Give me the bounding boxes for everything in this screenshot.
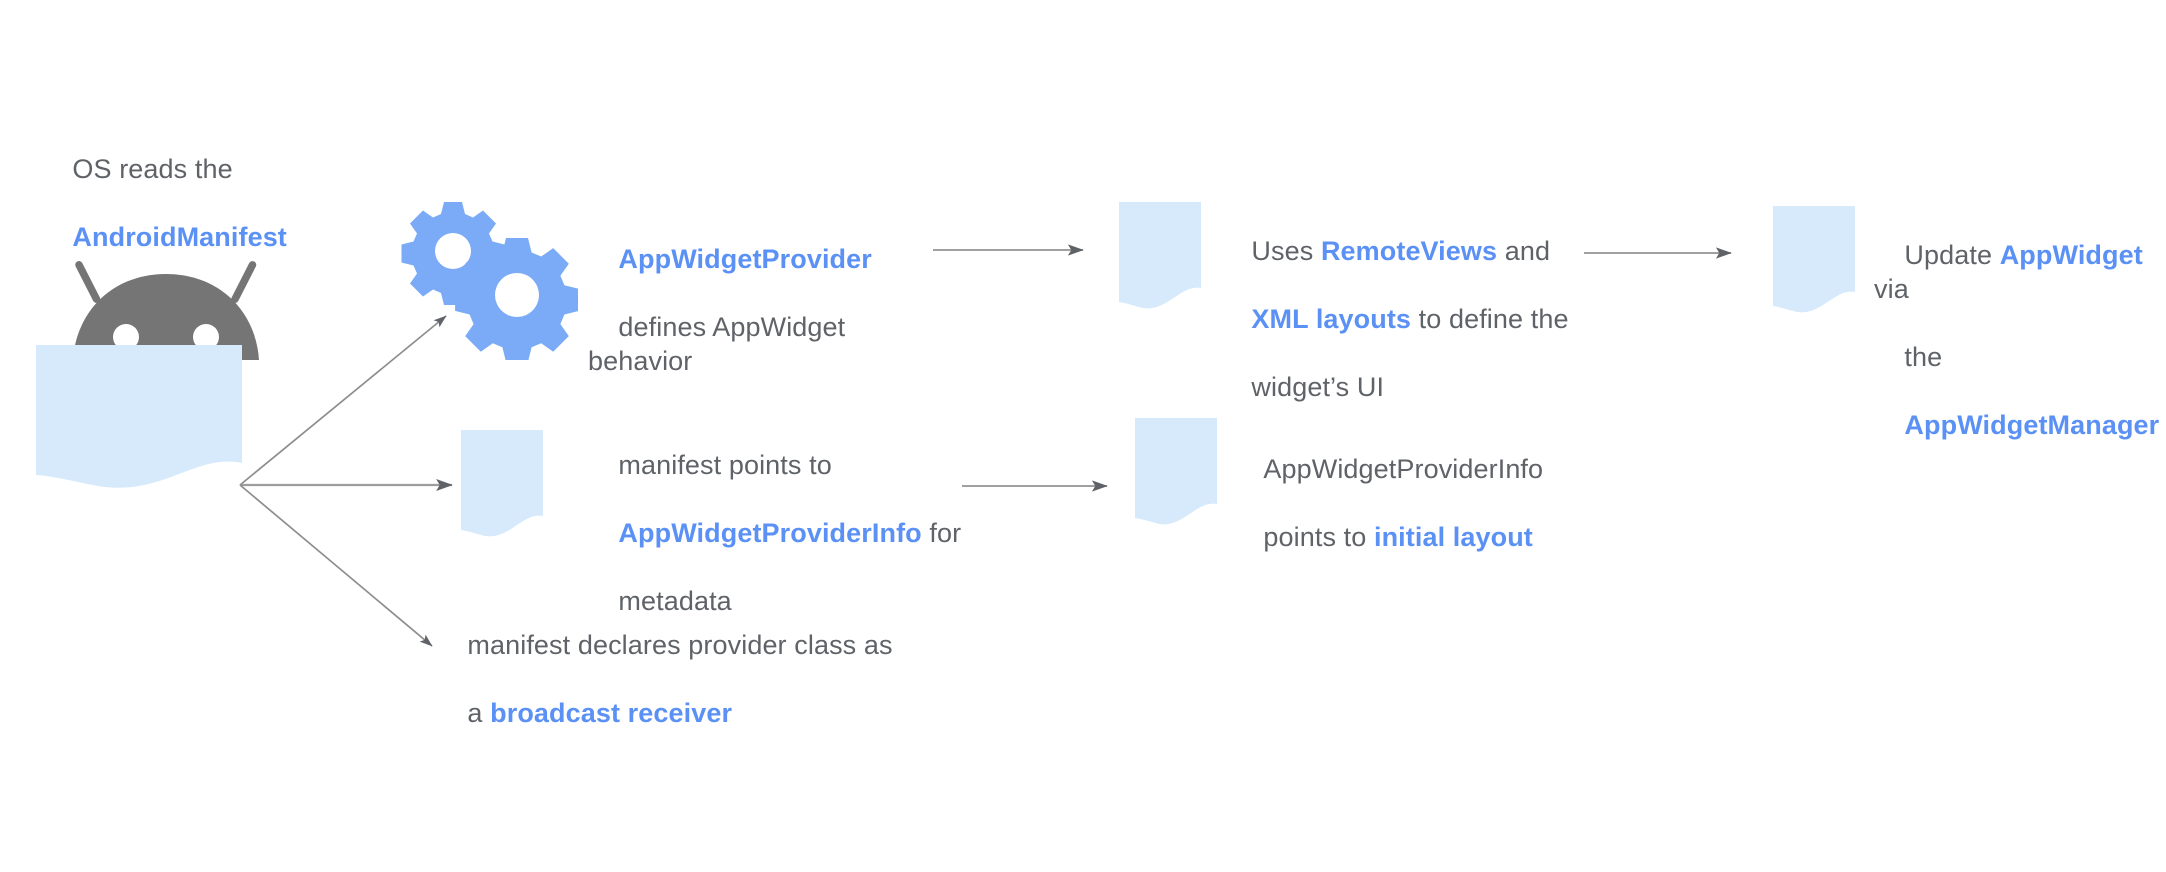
remoteviews-text-b: and (1497, 236, 1551, 266)
broadcast-text-b: a (467, 698, 491, 728)
initial-layout-text-b: points to (1263, 522, 1374, 552)
providerinfo-text-b: for (921, 518, 962, 548)
initial-layout-text-a: AppWidgetProviderInfo (1263, 454, 1544, 484)
update-text-c: the (1904, 342, 1943, 372)
providerinfo-document-icon (461, 430, 543, 537)
android-manifest-document-icon (36, 345, 242, 488)
update-appwidget-caption: Update AppWidget via the AppWidgetManage… (1874, 204, 2166, 476)
broadcast-keyword: broadcast receiver (490, 698, 733, 728)
edge-manifest-to-broadcast (239, 484, 433, 647)
update-text-b: via (1874, 240, 2151, 304)
update-keyword-appwidget: AppWidget (1999, 240, 2143, 270)
providerinfo-caption: manifest points to AppWidgetProviderInfo… (588, 414, 968, 652)
initial-layout-document-icon (1135, 418, 1217, 525)
os-manifest-line1: OS reads the (72, 154, 233, 184)
remoteviews-keyword-xml-layouts: XML layouts (1251, 304, 1412, 334)
appwidget-provider-keyword: AppWidgetProvider (618, 244, 872, 274)
remoteviews-text-c: to define the (1411, 304, 1569, 334)
os-manifest-caption: OS reads the AndroidManifest (42, 118, 362, 288)
update-appwidget-document-icon (1773, 206, 1855, 313)
providerinfo-keyword: AppWidgetProviderInfo (618, 518, 922, 548)
remoteviews-document-icon (1119, 202, 1201, 309)
android-robot-icon (73, 261, 259, 360)
update-text-a: Update (1904, 240, 2000, 270)
remoteviews-text-d: widget’s UI (1251, 372, 1385, 402)
remoteviews-text-a: Uses (1251, 236, 1321, 266)
initial-layout-keyword: initial layout (1373, 522, 1533, 552)
initial-layout-caption: AppWidgetProviderInfo points to initial … (1233, 418, 1573, 588)
providerinfo-text-c: metadata (618, 586, 732, 616)
os-manifest-keyword: AndroidManifest (72, 222, 287, 252)
update-keyword-manager: AppWidgetManager (1904, 410, 2160, 440)
gears-icon (401, 202, 578, 360)
remoteviews-keyword-remoteviews: RemoteViews (1320, 236, 1498, 266)
providerinfo-text-a: manifest points to (618, 450, 832, 480)
broadcast-receiver-caption: manifest declares provider class as a br… (437, 594, 997, 764)
broadcast-text-a: manifest declares provider class as (467, 630, 893, 660)
remoteviews-caption: Uses RemoteViews and XML layouts to defi… (1221, 200, 1571, 438)
